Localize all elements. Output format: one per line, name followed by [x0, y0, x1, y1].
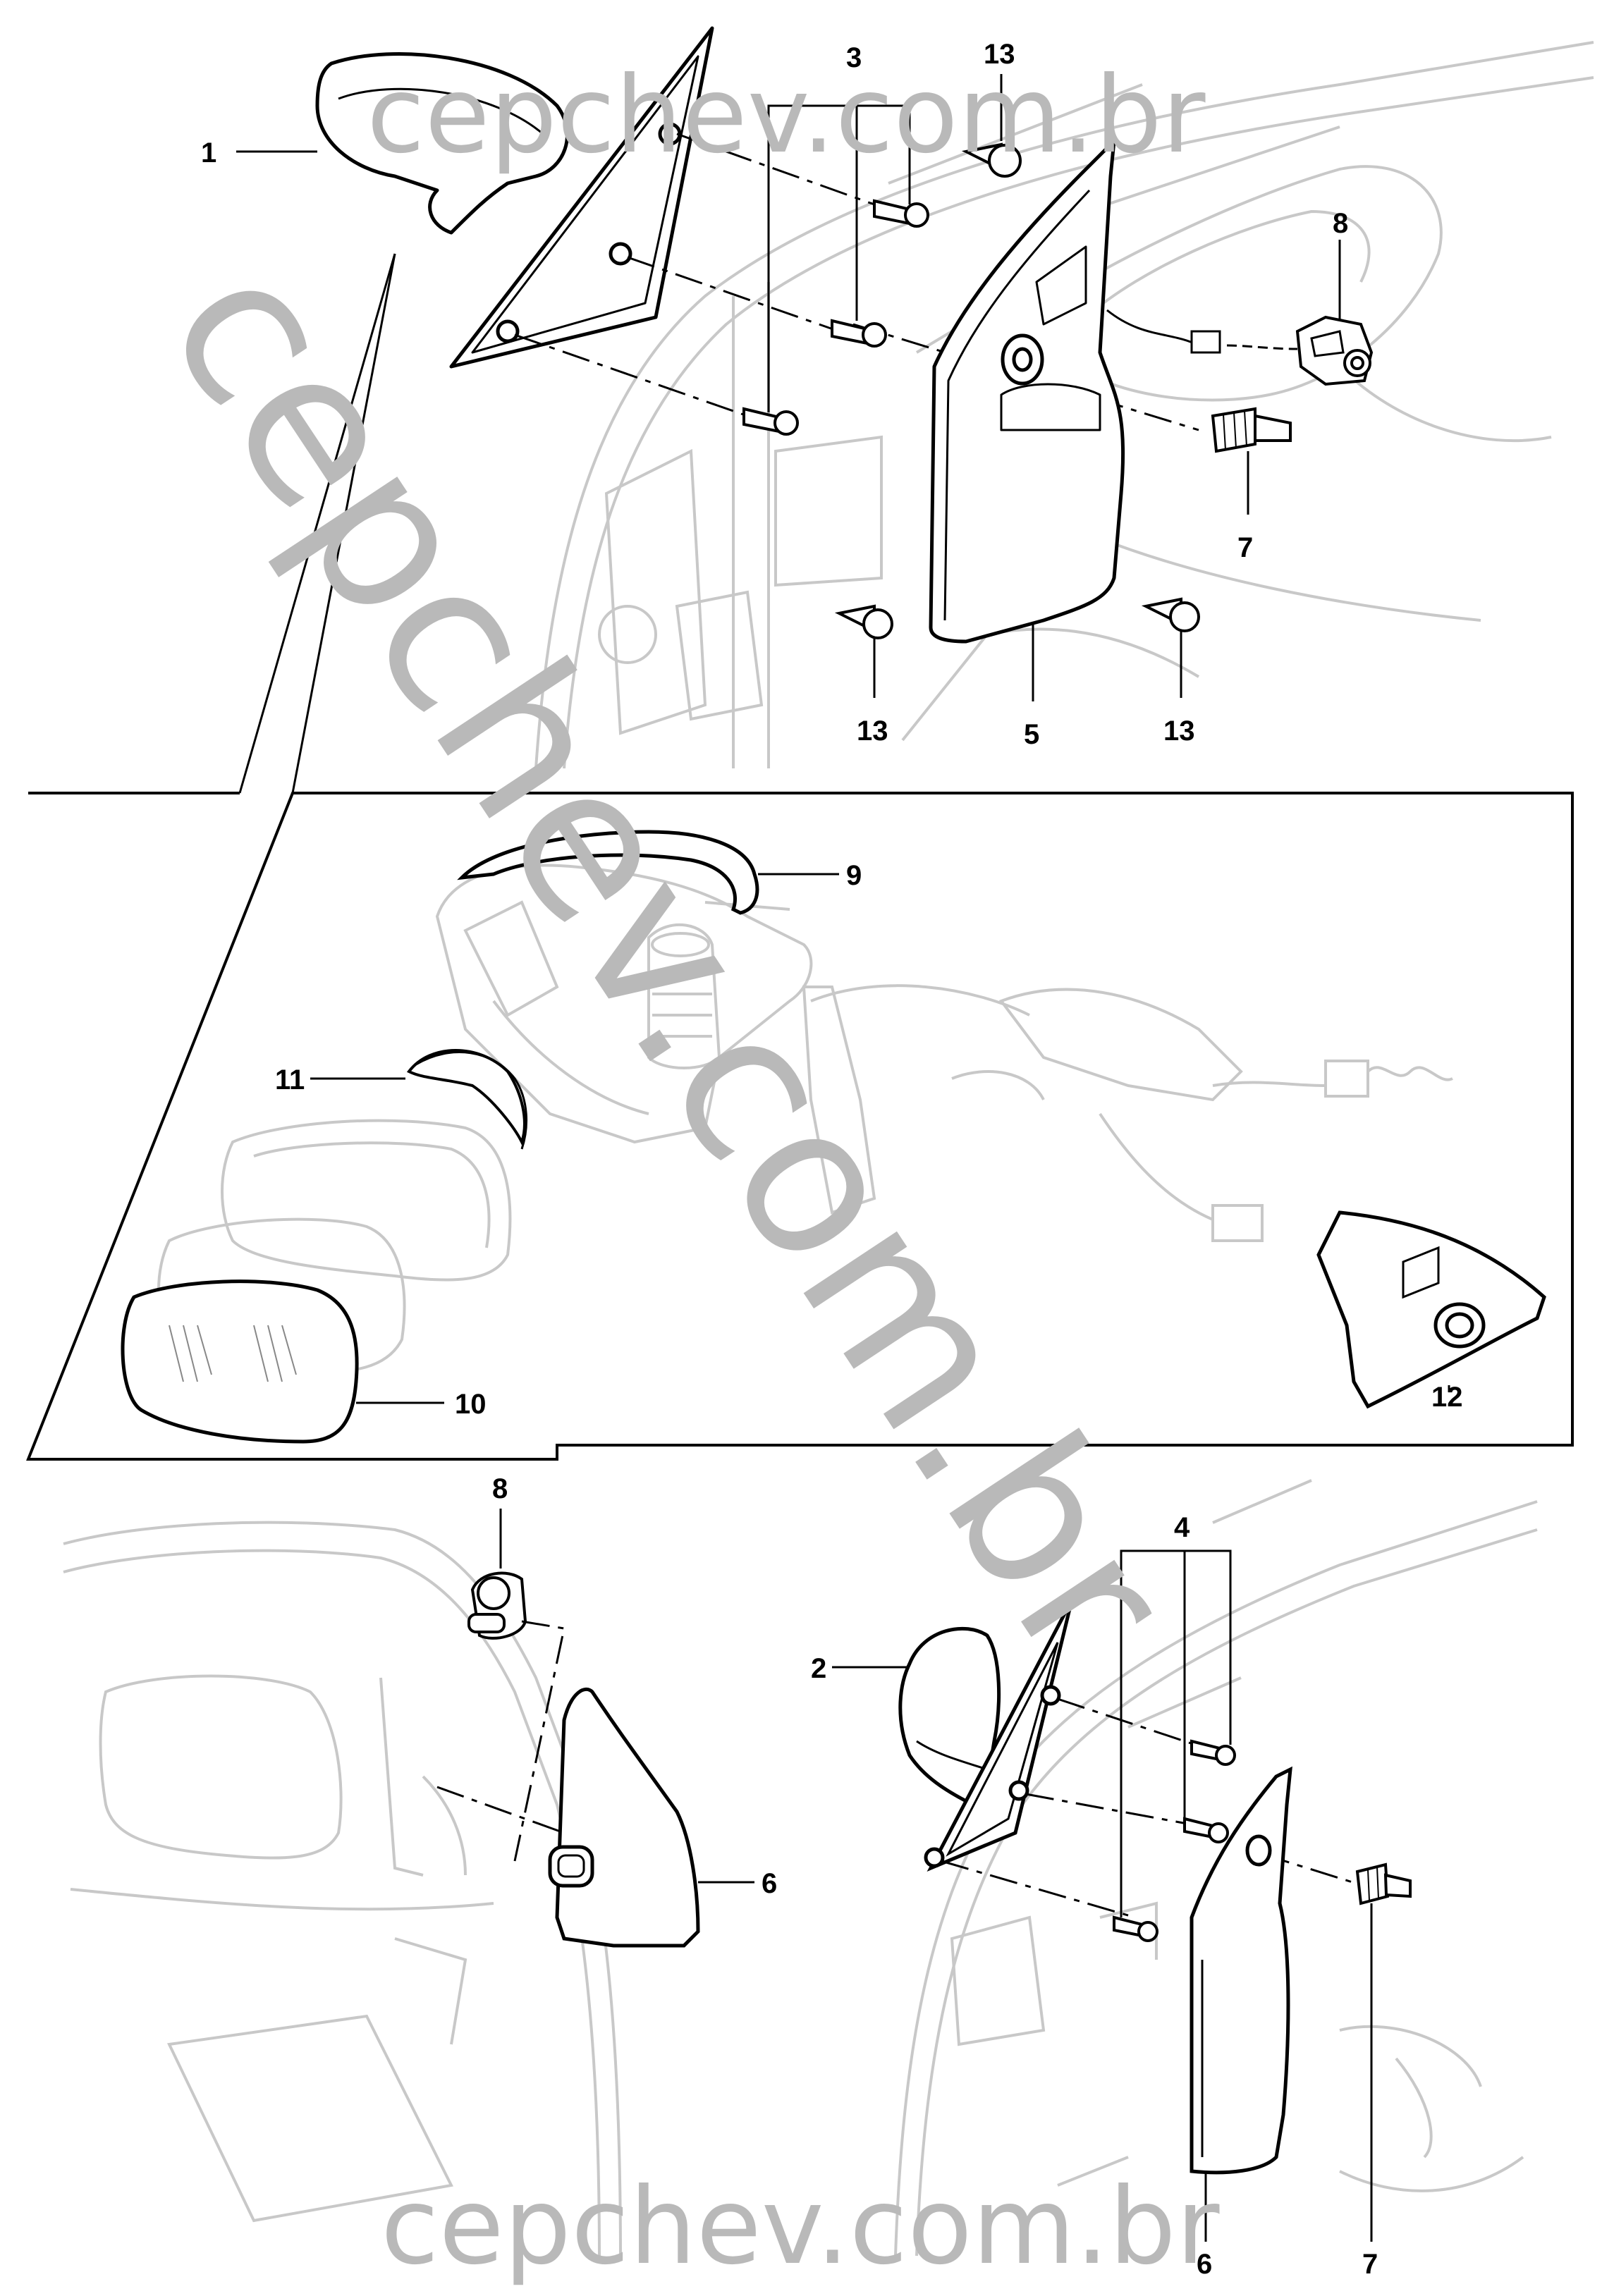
callout-13-left: 13: [857, 716, 888, 747]
callout-10: 10: [455, 1389, 487, 1420]
callout-3: 3: [846, 42, 862, 73]
dash-lines-top: [514, 133, 1199, 431]
watermark-bottom: cepchev.com.br: [381, 2166, 1220, 2288]
callout-6-left: 6: [762, 1868, 777, 1899]
bottom-left-door-ghost: [63, 1521, 622, 2257]
callout-4: 4: [1174, 1512, 1190, 1543]
callout-11: 11: [275, 1064, 305, 1095]
callout-7-top: 7: [1237, 532, 1253, 563]
callout-8-top: 8: [1333, 208, 1348, 239]
callout-8-bottom: 8: [492, 1473, 508, 1504]
bolt-7-top: [1211, 407, 1292, 453]
callout-12: 12: [1431, 1382, 1463, 1413]
mirror-cover-9: [457, 830, 759, 915]
callout-9: 9: [846, 860, 862, 891]
mirror-base-5: [929, 139, 1125, 644]
connector-top: [1106, 309, 1298, 354]
plug-13-top: [961, 142, 1022, 178]
screw-3: [742, 199, 929, 436]
mirror-glass-10: [121, 1279, 359, 1444]
switch-8-bottom: [467, 1571, 527, 1640]
callout-13-top: 13: [984, 39, 1015, 70]
trim-cover-6-right: [1190, 1766, 1292, 2175]
trim-cover-6-left: [548, 1687, 700, 1948]
bolt-7-bottom: [1355, 1862, 1412, 1905]
callout-5: 5: [1024, 719, 1039, 750]
screw-4: [1113, 1739, 1236, 1942]
callout-1: 1: [201, 137, 216, 168]
callout-13-right: 13: [1163, 716, 1195, 747]
watermark-top: cepchev.com.br: [367, 54, 1206, 177]
plug-13-right: [1141, 597, 1200, 632]
mirror-assembly-1: [315, 26, 714, 369]
dash-lines-bottom-left: [436, 1620, 565, 1862]
mirror-housing-ghost: [435, 864, 1453, 1242]
leader-4: [1120, 1549, 1232, 1917]
mirror-assembly-2: [898, 1599, 1074, 1872]
leader-3: [767, 104, 911, 412]
detail-box: [26, 792, 1574, 1461]
callout-2: 2: [811, 1653, 826, 1684]
plug-13-left: [834, 604, 893, 639]
switch-8-top: [1295, 315, 1374, 386]
callout-6-right: 6: [1197, 2249, 1212, 2280]
inner-cover-12: [1316, 1210, 1546, 1409]
detail-pointer: [238, 253, 396, 794]
callout-7-bottom: 7: [1362, 2249, 1378, 2280]
motor-ring-11: [406, 1049, 527, 1150]
